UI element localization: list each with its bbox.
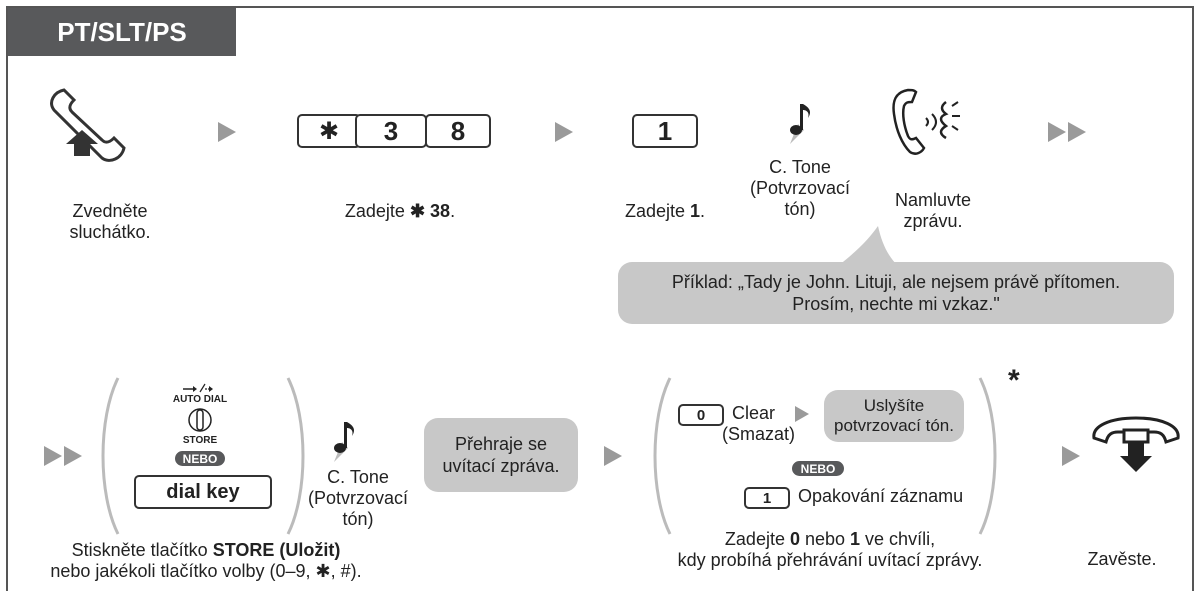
store-or-label: NEBO — [182, 451, 218, 466]
next-arrow-icon — [218, 122, 236, 142]
key-star: ✱ — [297, 114, 361, 148]
lift-caption-line2: sluchátko. — [69, 222, 151, 242]
store-knob-icon — [188, 408, 212, 432]
store-or-badge: NEBO — [175, 451, 225, 466]
ctone1-line2: (Potvrzovací — [749, 178, 851, 198]
diagram-frame — [6, 6, 1194, 591]
key-1-label: 1 — [657, 115, 673, 146]
lift-caption-line1: Zvedněte — [72, 201, 148, 221]
store-caption-line2: nebo jakékoli tlačítko volby (0–9, ✱, #)… — [50, 561, 362, 581]
hear-tone-bubble: Uslyšíte potvrzovací tón. — [824, 390, 964, 442]
example-line2: Prosím, nechte mi vzkaz." — [792, 294, 1000, 314]
ctone1-caption: C. Tone (Potvrzovací tón) — [735, 157, 865, 220]
example-line1: Příklad: „Tady je John. Lituji, ale nejs… — [671, 272, 1121, 292]
key-1-repeat: 1 — [744, 487, 790, 509]
store-caption: Stiskněte tlačítko STORE (Uložit) nebo j… — [6, 540, 406, 582]
key-0: 0 — [678, 404, 724, 426]
greeting-line1: Přehraje se — [454, 434, 548, 454]
music-note-icon — [790, 104, 811, 144]
ctone1-line3: tón) — [784, 199, 816, 219]
repeat-label: Opakování záznamu — [798, 486, 964, 506]
auto-dial-arrow-icon — [183, 383, 213, 393]
key-1: 1 — [632, 114, 698, 148]
options-caption-suffix: ve chvíli, — [860, 529, 936, 549]
ctone1-line1: C. Tone — [769, 157, 831, 177]
greeting-bubble: Přehraje se uvítací zpráva. — [424, 418, 578, 492]
store-caption-prefix: Stiskněte tlačítko — [71, 540, 213, 560]
options-caption-b0: 0 — [789, 529, 800, 549]
example-bubble-tail — [838, 226, 898, 266]
options-caption-line2: kdy probíhá přehrávání uvítací zprávy. — [677, 550, 983, 570]
options-caption-b1: 1 — [850, 529, 861, 549]
dial-caption-star: ✱ — [409, 201, 426, 221]
enter1-caption: Zadejte 1. — [615, 201, 715, 222]
speak-line1: Namluvte — [894, 190, 972, 210]
greeting-line2: uvítací zpráva. — [442, 456, 560, 476]
key-star-label: ✱ — [318, 117, 340, 145]
handset-hangup-icon — [1092, 416, 1180, 472]
store-label: STORE — [182, 435, 218, 446]
ctone2-line3: tón) — [342, 509, 374, 529]
double-arrow-icon — [1048, 122, 1086, 142]
hear-line2: potvrzovací tón. — [833, 416, 954, 435]
hangup-caption: Zavěste. — [1087, 549, 1157, 569]
key-0-label: 0 — [696, 406, 706, 424]
header-tab-label: PT/SLT/PS — [57, 16, 187, 47]
double-arrow-icon — [44, 446, 82, 466]
dial-key: dial key — [134, 475, 272, 509]
auto-dial-label: AUTO DIAL — [172, 394, 228, 405]
store-parentheses — [101, 377, 305, 535]
next-arrow-icon — [604, 446, 622, 466]
key-8-label: 8 — [450, 115, 466, 146]
dial-caption: Zadejte ✱ 38. — [300, 201, 500, 222]
speak-caption: Namluvte zprávu. — [868, 190, 998, 232]
ctone2-line2: (Potvrzovací — [307, 488, 409, 508]
ctone2-caption: C. Tone (Potvrzovací tón) — [296, 467, 420, 530]
speak-line2: zprávu. — [903, 211, 963, 231]
options-or-label: NEBO — [800, 461, 836, 476]
key-3: 3 — [355, 114, 427, 148]
options-parentheses — [653, 377, 997, 535]
clear-label: Clear — [732, 403, 776, 423]
dial-caption-prefix: Zadejte — [344, 201, 410, 221]
key-3-label: 3 — [383, 115, 399, 146]
key-1-repeat-label: 1 — [762, 489, 772, 507]
store-caption-bold: STORE (Uložit) — [212, 540, 341, 560]
hear-line1: Uslyšíte — [863, 396, 925, 415]
dial-key-label: dial key — [166, 480, 240, 503]
options-caption-mid: nebo — [799, 529, 851, 549]
ctone2-line1: C. Tone — [327, 467, 389, 487]
options-or-badge: NEBO — [792, 461, 844, 476]
enter1-caption-suffix: . — [700, 201, 706, 221]
enter1-caption-prefix: Zadejte — [624, 201, 690, 221]
next-arrow-icon — [1062, 446, 1080, 466]
options-caption-prefix: Zadejte — [724, 529, 790, 549]
lift-caption: Zvedněte sluchátko. — [40, 201, 180, 243]
enter1-caption-bold: 1 — [690, 201, 701, 221]
dial-caption-suffix: . — [450, 201, 456, 221]
options-asterisk: * — [1008, 364, 1020, 397]
key-8: 8 — [425, 114, 491, 148]
example-bubble: Příklad: „Tady je John. Lituji, ale nejs… — [618, 262, 1174, 324]
dial-caption-code: 38 — [425, 201, 451, 221]
header-tab: PT/SLT/PS — [8, 8, 236, 56]
next-arrow-icon — [795, 406, 809, 422]
options-caption: Zadejte 0 nebo 1 ve chvíli, kdy probíhá … — [620, 529, 1040, 571]
clear-sub: (Smazat) — [722, 424, 796, 444]
handset-lift-icon — [50, 88, 126, 162]
speaking-handset-icon — [892, 88, 960, 155]
music-note-icon — [334, 422, 355, 462]
next-arrow-icon — [555, 122, 573, 142]
